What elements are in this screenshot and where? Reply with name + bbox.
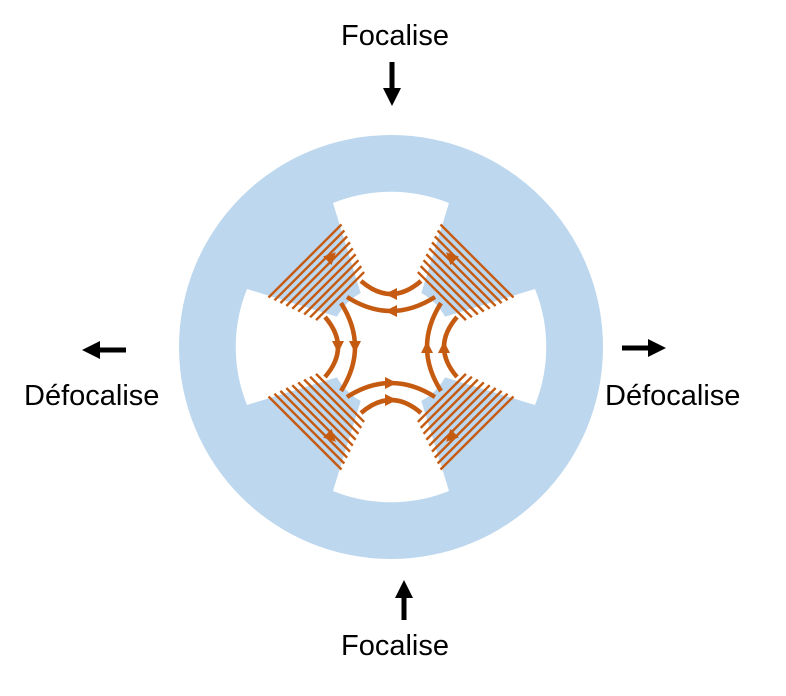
field-line-pair (323, 301, 361, 393)
field-line-pair (345, 279, 437, 317)
label-top-focalise: Focalise (341, 20, 449, 52)
field-lines (323, 279, 459, 415)
field-line-pair (421, 301, 459, 393)
field-line-pair (345, 377, 437, 415)
arrow-left-icon (82, 341, 126, 359)
pole-gap (333, 387, 449, 503)
arrow-down-icon (383, 62, 401, 106)
force-arrows (82, 62, 666, 620)
label-right-defocalise: Défocalise (605, 380, 741, 412)
pole-gap (431, 289, 547, 405)
label-left-defocalise: Défocalise (24, 380, 160, 412)
coils (267, 223, 515, 471)
coil (267, 223, 365, 321)
arrow-up-icon (395, 580, 413, 620)
arrow-right-icon (622, 339, 666, 357)
pole-gaps (235, 191, 547, 503)
pole-gap (333, 191, 449, 307)
bore (329, 285, 453, 409)
pole-gap (235, 289, 351, 405)
label-bottom-focalise: Focalise (341, 630, 449, 662)
